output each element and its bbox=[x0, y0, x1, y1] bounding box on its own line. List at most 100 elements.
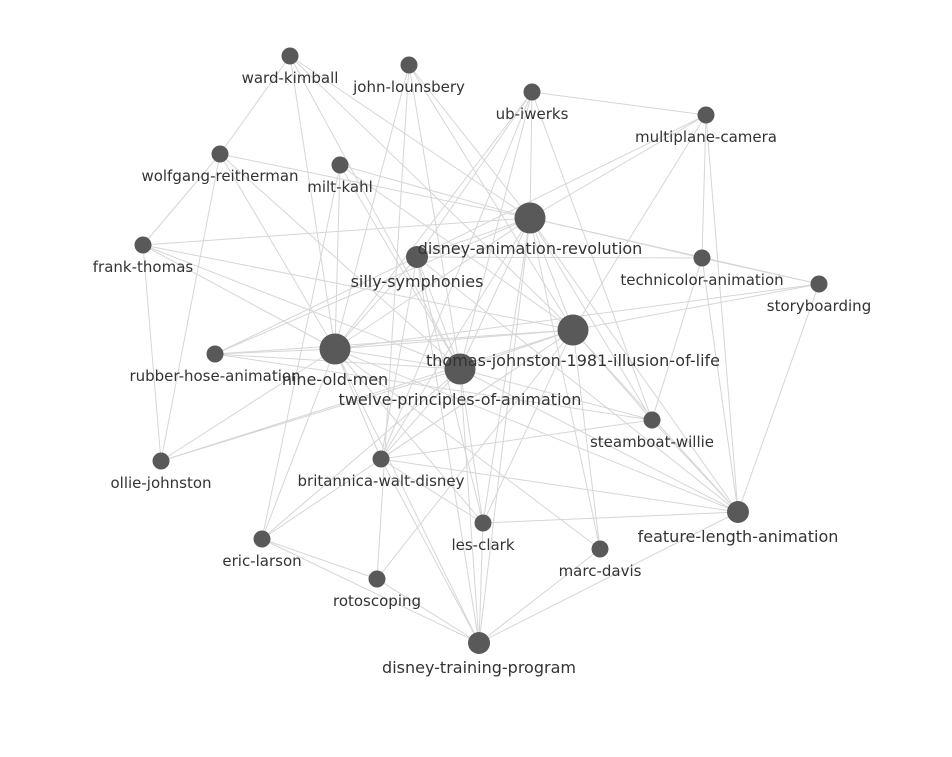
edge-thomas-johnston-1981-illusion-of-life--eric-larson bbox=[261, 329, 574, 540]
edge-britannica-walt-disney--feature-length-animation bbox=[380, 458, 739, 513]
node-silly-symphonies[interactable] bbox=[406, 246, 428, 268]
node-ward-kimball[interactable] bbox=[281, 47, 299, 65]
node-label-frank-thomas: frank-thomas bbox=[93, 258, 194, 276]
edge-ub-iwerks--multiplane-camera bbox=[531, 91, 707, 116]
edge-technicolor-animation--steamboat-willie bbox=[651, 257, 703, 421]
edge-nine-old-men--marc-davis bbox=[334, 348, 601, 550]
edge-twelve-principles-of-animation--eric-larson bbox=[261, 368, 461, 540]
edge-frank-thomas--ollie-johnston bbox=[142, 244, 162, 462]
edge-disney-animation-revolution--twelve-principles-of-animation bbox=[459, 217, 531, 370]
node-rubber-hose-animation[interactable] bbox=[206, 345, 224, 363]
edge-wolfgang-reitherman--disney-animation-revolution bbox=[219, 153, 531, 219]
node-label-storyboarding: storyboarding bbox=[767, 297, 871, 315]
edge-john-lounsbery--twelve-principles-of-animation bbox=[408, 64, 461, 370]
node-label-ub-iwerks: ub-iwerks bbox=[496, 105, 569, 123]
edge-nine-old-men--disney-training-program bbox=[334, 348, 480, 644]
edge-john-lounsbery--disney-animation-revolution bbox=[408, 64, 531, 219]
edge-rubber-hose-animation--nine-old-men bbox=[214, 348, 336, 355]
node-frank-thomas[interactable] bbox=[134, 236, 152, 254]
edge-thomas-johnston-1981-illusion-of-life--les-clark bbox=[482, 329, 574, 524]
edge-twelve-principles-of-animation--ollie-johnston bbox=[160, 368, 461, 462]
edge-multiplane-camera--thomas-johnston-1981-illusion-of-life bbox=[572, 114, 707, 331]
edge-silly-symphonies--britannica-walt-disney bbox=[380, 256, 418, 460]
node-marc-davis[interactable] bbox=[591, 540, 609, 558]
node-label-ollie-johnston: ollie-johnston bbox=[110, 474, 211, 492]
edge-twelve-principles-of-animation--steamboat-willie bbox=[459, 368, 653, 421]
edge-multiplane-camera--disney-animation-revolution bbox=[529, 114, 707, 219]
edge-disney-animation-revolution--rubber-hose-animation bbox=[214, 217, 531, 355]
node-eric-larson[interactable] bbox=[253, 530, 271, 548]
node-rotoscoping[interactable] bbox=[368, 570, 386, 588]
node-john-lounsbery[interactable] bbox=[400, 56, 418, 74]
edge-milt-kahl--disney-animation-revolution bbox=[339, 164, 531, 219]
edge-multiplane-camera--silly-symphonies bbox=[416, 114, 707, 258]
edge-britannica-walt-disney--les-clark bbox=[380, 458, 484, 524]
node-britannica-walt-disney[interactable] bbox=[372, 450, 390, 468]
edge-ub-iwerks--nine-old-men bbox=[334, 91, 533, 350]
node-disney-animation-revolution[interactable] bbox=[514, 202, 546, 234]
edge-nine-old-men--ollie-johnston bbox=[160, 348, 336, 462]
node-ub-iwerks[interactable] bbox=[523, 83, 541, 101]
node-storyboarding[interactable] bbox=[810, 275, 828, 293]
edge-john-lounsbery--rotoscoping bbox=[376, 64, 410, 580]
edge-steamboat-willie--feature-length-animation bbox=[651, 419, 739, 513]
edge-silly-symphonies--nine-old-men bbox=[334, 256, 418, 350]
edge-steamboat-willie--britannica-walt-disney bbox=[380, 419, 653, 460]
node-nine-old-men[interactable] bbox=[319, 333, 351, 365]
edge-ub-iwerks--silly-symphonies bbox=[416, 91, 533, 258]
edge-ward-kimball--thomas-johnston-1981-illusion-of-life bbox=[289, 55, 574, 331]
edge-ward-kimball--wolfgang-reitherman bbox=[219, 55, 291, 155]
node-technicolor-animation[interactable] bbox=[693, 249, 711, 267]
node-label-technicolor-animation: technicolor-animation bbox=[620, 271, 783, 289]
edge-milt-kahl--nine-old-men bbox=[334, 164, 341, 350]
edge-wolfgang-reitherman--nine-old-men bbox=[219, 153, 336, 350]
edge-nine-old-men--twelve-principles-of-animation bbox=[334, 348, 461, 370]
node-label-disney-training-program: disney-training-program bbox=[382, 658, 576, 677]
edge-disney-animation-revolution--disney-training-program bbox=[478, 217, 531, 644]
node-thomas-johnston-1981-illusion-of-life[interactable] bbox=[557, 314, 589, 346]
edge-disney-animation-revolution--thomas-johnston-1981-illusion-of-life bbox=[529, 217, 574, 331]
edge-storyboarding--feature-length-animation bbox=[737, 283, 820, 513]
node-les-clark[interactable] bbox=[474, 514, 492, 532]
node-label-steamboat-willie: steamboat-willie bbox=[590, 433, 714, 451]
edge-nine-old-men--britannica-walt-disney bbox=[334, 348, 382, 460]
node-label-rubber-hose-animation: rubber-hose-animation bbox=[129, 367, 300, 385]
edge-storyboarding--thomas-johnston-1981-illusion-of-life bbox=[572, 283, 820, 331]
edge-storyboarding--disney-animation-revolution bbox=[529, 217, 820, 285]
edge-britannica-walt-disney--disney-training-program bbox=[380, 458, 480, 644]
edge-silly-symphonies--disney-training-program bbox=[416, 256, 480, 644]
node-layer bbox=[134, 47, 828, 654]
node-twelve-principles-of-animation[interactable] bbox=[444, 353, 476, 385]
node-label-rotoscoping: rotoscoping bbox=[333, 592, 421, 610]
edge-thomas-johnston-1981-illusion-of-life--nine-old-men bbox=[334, 329, 574, 350]
edge-silly-symphonies--feature-length-animation bbox=[416, 256, 739, 513]
edge-disney-animation-revolution--les-clark bbox=[482, 217, 531, 524]
edge-ward-kimball--disney-animation-revolution bbox=[289, 55, 531, 219]
edge-disney-animation-revolution--frank-thomas bbox=[142, 217, 531, 246]
edge-frank-thomas--thomas-johnston-1981-illusion-of-life bbox=[142, 244, 574, 331]
edge-multiplane-camera--feature-length-animation bbox=[705, 114, 739, 513]
edge-thomas-johnston-1981-illusion-of-life--rubber-hose-animation bbox=[214, 329, 574, 355]
node-label-britannica-walt-disney: britannica-walt-disney bbox=[298, 472, 465, 490]
edge-disney-animation-revolution--nine-old-men bbox=[334, 217, 531, 350]
edge-twelve-principles-of-animation--britannica-walt-disney bbox=[380, 368, 461, 460]
edge-john-lounsbery--thomas-johnston-1981-illusion-of-life bbox=[408, 64, 574, 331]
node-label-disney-animation-revolution: disney-animation-revolution bbox=[418, 239, 643, 258]
edge-eric-larson--rotoscoping bbox=[261, 538, 378, 580]
node-feature-length-animation[interactable] bbox=[727, 501, 749, 523]
edge-milt-kahl--eric-larson bbox=[261, 164, 341, 540]
node-wolfgang-reitherman[interactable] bbox=[211, 145, 229, 163]
edge-frank-thomas--nine-old-men bbox=[142, 244, 336, 350]
node-multiplane-camera[interactable] bbox=[697, 106, 715, 124]
node-ollie-johnston[interactable] bbox=[152, 452, 170, 470]
node-milt-kahl[interactable] bbox=[331, 156, 349, 174]
edge-layer bbox=[142, 55, 820, 644]
node-label-les-clark: les-clark bbox=[451, 536, 514, 554]
edge-disney-animation-revolution--feature-length-animation bbox=[529, 217, 739, 513]
edge-wolfgang-reitherman--frank-thomas bbox=[142, 153, 221, 246]
node-steamboat-willie[interactable] bbox=[643, 411, 661, 429]
node-label-multiplane-camera: multiplane-camera bbox=[635, 128, 777, 146]
node-label-marc-davis: marc-davis bbox=[559, 562, 642, 580]
node-disney-training-program[interactable] bbox=[468, 632, 490, 654]
